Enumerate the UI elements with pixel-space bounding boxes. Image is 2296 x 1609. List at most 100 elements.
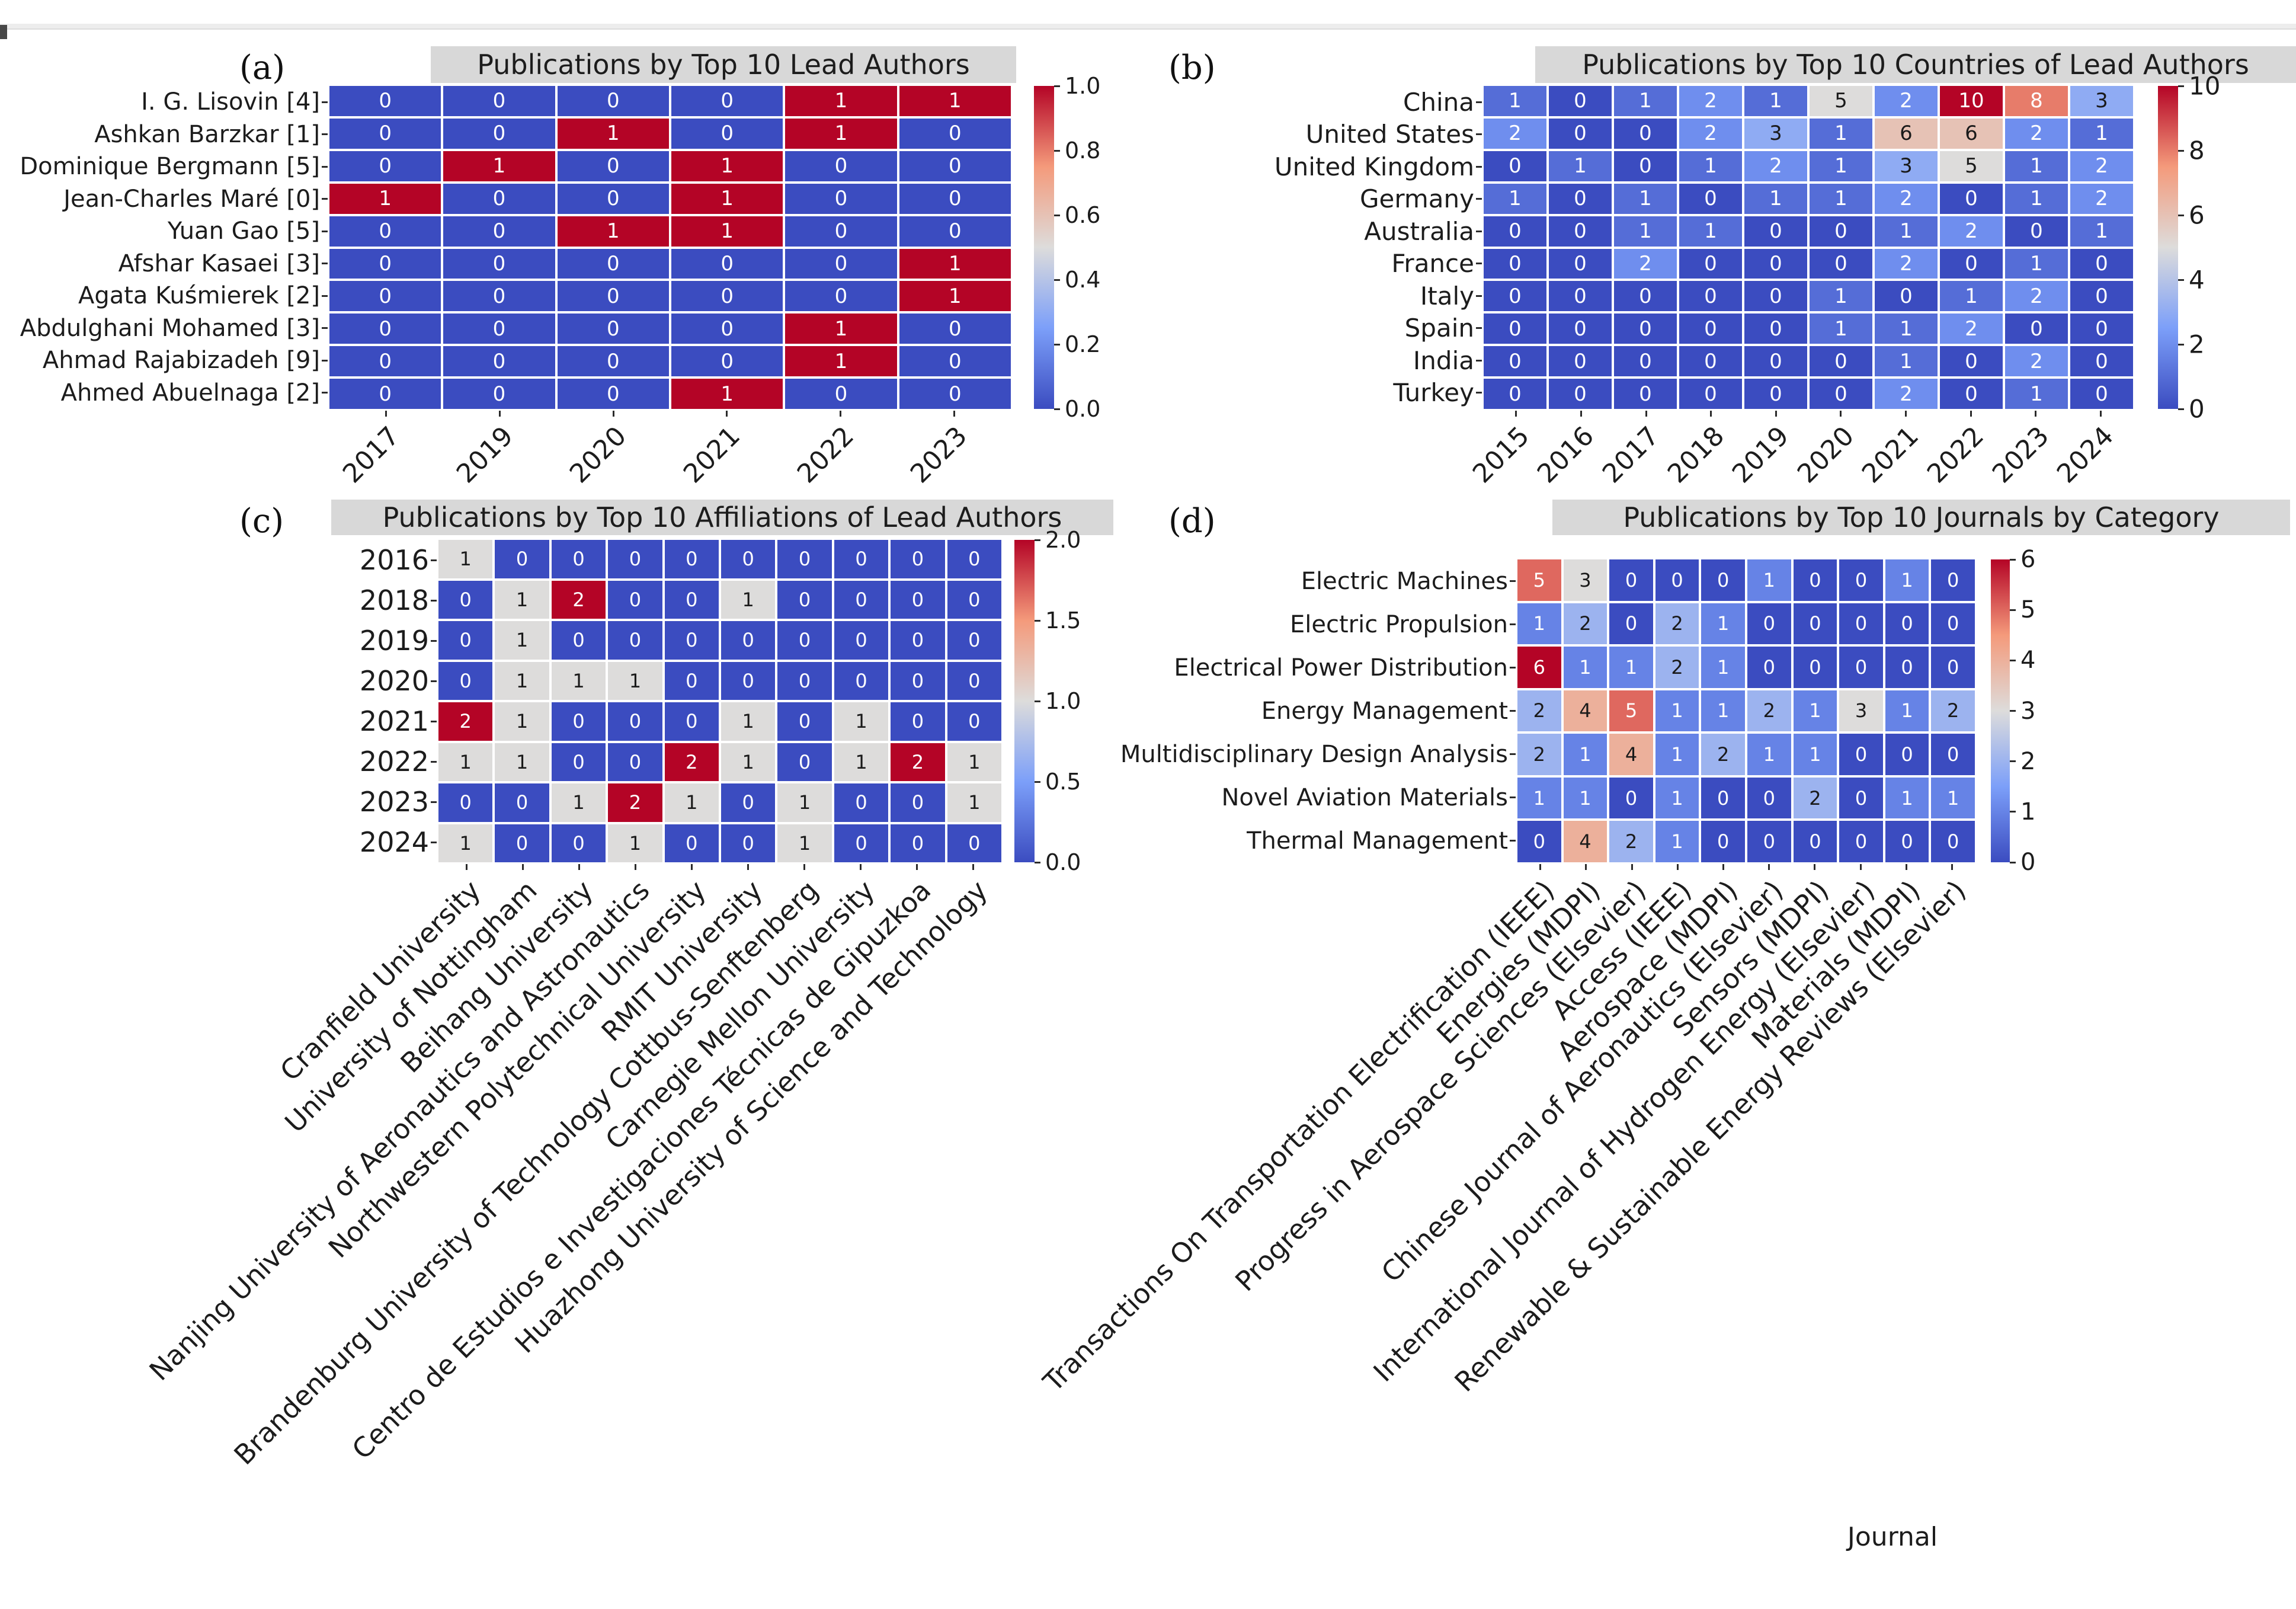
heatmap-cell-b-r6c1: 0: [1549, 281, 1612, 312]
heatmap-cell-b-r3c3: 0: [1679, 183, 1742, 214]
heatmap-cell-a-r9c3: 1: [671, 379, 783, 409]
colorbar-label-b-1: 8: [2189, 136, 2205, 165]
heatmap-cell-d-r2c1: 1: [1563, 647, 1607, 688]
heatmap-cell-a-r8c3: 0: [671, 346, 783, 377]
row-label-c-3: 2020: [359, 665, 429, 697]
heatmap-cell-d-r3c4: 1: [1701, 690, 1745, 732]
row-label-c-0: 2016: [359, 544, 429, 576]
heatmap-cell-c-r7c1: 0: [495, 824, 549, 862]
y-tick-b-9: [1476, 392, 1482, 394]
col-label-text: 2020: [563, 421, 633, 490]
heatmap-cell-c-r6c9: 1: [947, 783, 1001, 822]
heatmap-cell-d-r5c3: 1: [1655, 777, 1699, 819]
row-label-c-5: 2022: [359, 746, 429, 778]
heatmap-cell-d-r4c7: 0: [1839, 734, 1883, 775]
heatmap-cell-d-r6c5: 0: [1747, 821, 1791, 862]
y-tick-b-6: [1476, 295, 1482, 297]
heatmap-cell-c-r4c2: 0: [551, 702, 606, 741]
y-tick-b-2: [1476, 165, 1482, 168]
heatmap-cell-c-r0c6: 0: [777, 540, 832, 578]
colorbar-label-c-1: 1.5: [1045, 607, 1081, 634]
heatmap-cell-d-r0c3: 0: [1655, 559, 1699, 601]
heatmap-cell-b-r5c1: 0: [1549, 248, 1612, 279]
heatmap-cell-c-r3c4: 0: [664, 661, 719, 700]
y-tick-a-8: [322, 359, 328, 362]
heatmap-cell-c-r7c7: 0: [834, 824, 889, 862]
heatmap-cell-b-r1c8: 2: [2005, 118, 2068, 149]
col-label-text: 2015: [1466, 421, 1535, 490]
x-tick-c-7: [860, 864, 862, 870]
heatmap-cell-b-r4c3: 1: [1679, 216, 1742, 247]
panel-title-c: Publications by Top 10 Affiliations of L…: [331, 500, 1113, 535]
row-label-b-5: France: [1391, 249, 1474, 279]
heatmap-cell-c-r7c4: 0: [664, 824, 719, 862]
heatmap-cell-c-r4c9: 0: [947, 702, 1001, 741]
heatmap-cell-a-r4c1: 0: [443, 216, 555, 247]
col-label-text: 2019: [1727, 421, 1795, 490]
x-tick-a-4: [840, 411, 841, 417]
colorbar-label-c-3: 0.5: [1045, 769, 1081, 795]
colorbar-gradient-d: [1991, 559, 2010, 862]
heatmap-cell-a-r0c1: 0: [443, 86, 555, 116]
heatmap-cell-c-r3c3: 1: [608, 661, 662, 700]
x-tick-d-0: [1539, 864, 1542, 870]
y-tick-a-2: [322, 165, 328, 168]
heatmap-cell-c-r1c1: 1: [495, 580, 549, 619]
heatmap-cell-a-r0c0: 0: [329, 86, 441, 116]
heatmap-cell-c-r6c1: 0: [495, 783, 549, 822]
heatmap-cell-a-r3c5: 0: [899, 183, 1011, 214]
heatmap-cell-b-r2c5: 1: [1810, 151, 1872, 181]
x-tick-b-6: [1904, 411, 1907, 417]
heatmap-cell-c-r1c9: 0: [947, 580, 1001, 619]
y-tick-c-6: [431, 801, 437, 803]
heatmap-cell-a-r0c4: 1: [785, 86, 897, 116]
heatmap-cell-d-r5c2: 0: [1609, 777, 1653, 819]
row-label-b-0: China: [1403, 87, 1474, 117]
heatmap-cell-b-r8c0: 0: [1484, 346, 1546, 377]
heatmap-cell-b-r7c5: 1: [1810, 314, 1872, 344]
colorbar-label-a-3: 0.4: [1065, 267, 1101, 293]
panel-letter-a: (a): [239, 49, 286, 87]
heatmap-cell-b-r9c6: 2: [1875, 379, 1938, 409]
y-tick-d-6: [1510, 840, 1516, 842]
heatmap-cell-a-r8c0: 0: [329, 346, 441, 377]
x-tick-d-3: [1676, 864, 1679, 870]
row-label-d-4: Multidisciplinary Design Analysis: [1120, 740, 1508, 768]
y-tick-c-3: [431, 680, 437, 682]
row-label-a-7: Abdulghani Mohamed [3]: [20, 314, 320, 342]
x-tick-a-3: [726, 411, 728, 417]
heatmap-cell-c-r6c4: 1: [664, 783, 719, 822]
heatmap-cell-d-r0c6: 0: [1793, 559, 1837, 601]
row-label-a-8: Ahmad Rajabizadeh [9]: [42, 347, 320, 375]
heatmap-cell-a-r1c2: 1: [557, 118, 669, 149]
heatmap-cell-c-r2c3: 0: [608, 621, 662, 660]
heatmap-cell-b-r3c7: 0: [1940, 183, 2003, 214]
colorbar-label-d-6: 0: [2020, 849, 2036, 876]
heatmap-cell-d-r3c6: 1: [1793, 690, 1837, 732]
heatmap-cell-a-r1c4: 1: [785, 118, 897, 149]
y-tick-d-0: [1510, 580, 1516, 582]
heatmap-cell-d-r4c9: 0: [1931, 734, 1975, 775]
heatmap-cell-a-r5c2: 0: [557, 248, 669, 279]
y-tick-c-1: [431, 599, 437, 602]
heatmap-cell-b-r9c0: 0: [1484, 379, 1546, 409]
heatmap-cell-b-r9c9: 0: [2070, 379, 2133, 409]
heatmap-cell-b-r4c6: 1: [1875, 216, 1938, 247]
heatmap-cell-c-r4c0: 2: [438, 702, 493, 741]
colorbar-gradient-c: [1014, 540, 1035, 862]
col-label-text: 2020: [1791, 421, 1860, 490]
heatmap-cell-c-r2c1: 1: [495, 621, 549, 660]
y-tick-a-6: [322, 295, 328, 297]
heatmap-cell-b-r9c1: 0: [1549, 379, 1612, 409]
heatmap-cell-b-r1c2: 0: [1614, 118, 1677, 149]
heatmap-cell-b-r7c9: 0: [2070, 314, 2133, 344]
heatmap-cell-b-r0c5: 5: [1810, 86, 1872, 116]
heatmap-cell-c-r2c6: 0: [777, 621, 832, 660]
heatmap-cell-b-r4c5: 0: [1810, 216, 1872, 247]
x-tick-d-9: [1951, 864, 1953, 870]
y-tick-d-2: [1510, 667, 1516, 668]
heatmap-cell-a-r6c3: 0: [671, 281, 783, 312]
heatmap-cell-c-r1c0: 0: [438, 580, 493, 619]
heatmap-cell-c-r0c7: 0: [834, 540, 889, 578]
